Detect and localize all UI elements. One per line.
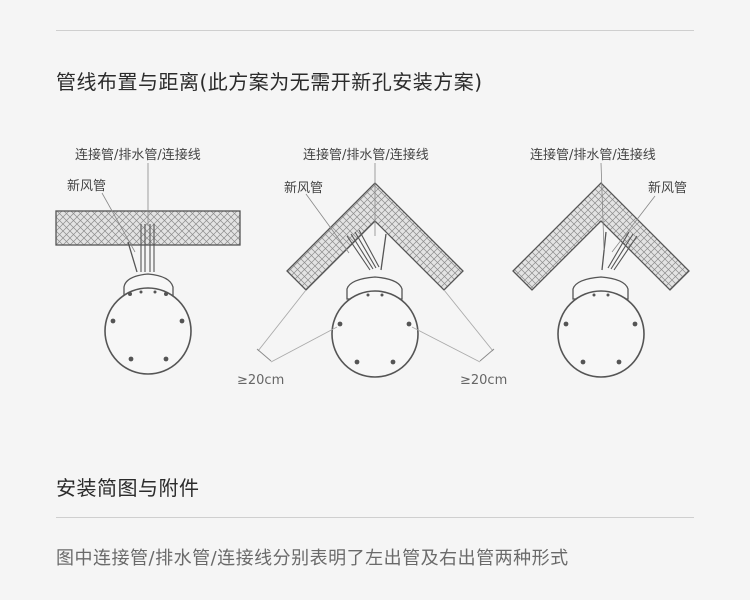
guide-left-2	[270, 326, 338, 363]
label-pipes: 连接管/排水管/连接线	[303, 147, 429, 163]
unit-body	[104, 273, 192, 375]
pipeline-diagrams: 连接管/排水管/连接线 新风管 连接管/排水管/连接线 新风管 ≥20c	[55, 147, 690, 388]
unit-body	[331, 276, 419, 378]
leader-pipes	[600, 162, 605, 251]
leader-fresh-air	[611, 195, 656, 253]
installation-note: 图中连接管/排水管/连接线分别表明了左出管及右出管两种形式	[56, 548, 569, 569]
section-title-installation: 安装简图与附件	[56, 476, 200, 500]
distance-label-right: ≥20cm	[460, 373, 507, 388]
guide-right-2	[411, 326, 481, 363]
guide-left	[257, 289, 307, 352]
distance-arrow-left	[256, 348, 272, 362]
corner-wall	[512, 182, 690, 291]
fresh-air-pipe	[380, 233, 387, 271]
label-fresh-air: 新风管	[67, 178, 106, 194]
label-pipes: 连接管/排水管/连接线	[530, 147, 656, 163]
label-pipes: 连接管/排水管/连接线	[75, 147, 201, 163]
distance-arrow-right	[479, 348, 495, 362]
label-fresh-air: 新风管	[648, 180, 687, 196]
diagram-corner-left: 连接管/排水管/连接线 新风管 ≥20cm ≥20cm	[237, 147, 507, 388]
fresh-air-pipe	[127, 241, 138, 273]
leader-fresh-air	[101, 192, 136, 253]
distance-label-left: ≥20cm	[237, 373, 284, 388]
fresh-air-pipe	[601, 231, 607, 271]
leader-fresh-air	[305, 193, 350, 254]
diagram-corner-right: 连接管/排水管/连接线 新风管	[512, 147, 690, 378]
guide-right	[443, 289, 494, 352]
pipe-bundle	[346, 229, 380, 271]
top-divider	[56, 30, 694, 31]
middle-divider	[56, 517, 694, 518]
pipe-bundle	[140, 224, 155, 272]
section-title-pipeline: 管线布置与距离(此方案为无需开新孔安装方案)	[56, 70, 483, 94]
diagram-flat-wall: 连接管/排水管/连接线 新风管	[55, 147, 241, 375]
unit-body	[557, 276, 645, 378]
pipe-bundle	[607, 231, 638, 271]
label-fresh-air: 新风管	[284, 180, 323, 196]
